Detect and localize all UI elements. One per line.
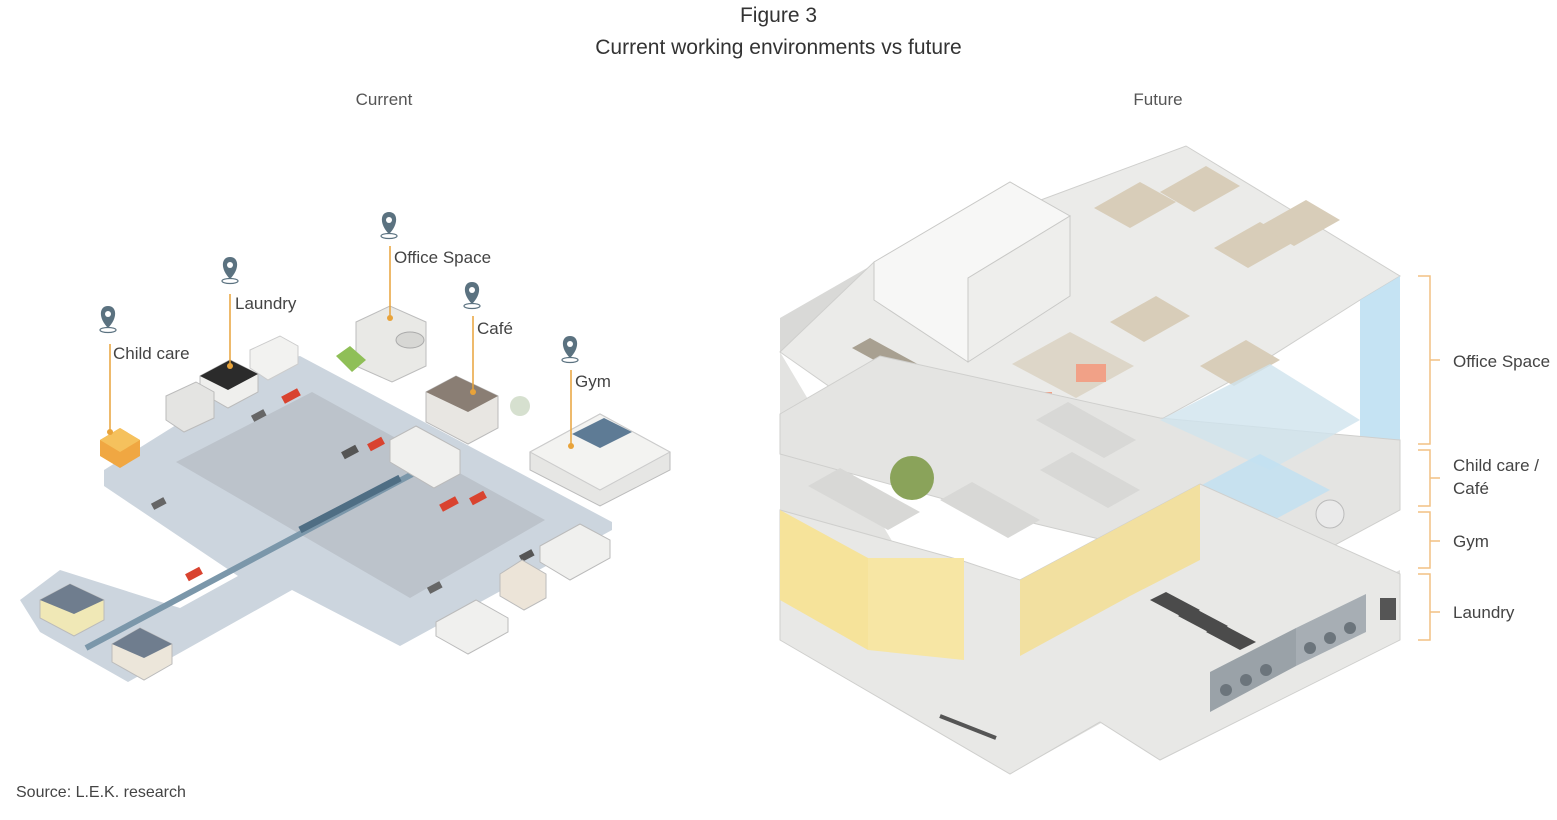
- pin-laundry: Laundry: [221, 257, 297, 369]
- warehouse-buildings: [389, 425, 611, 655]
- location-pin-icon: [99, 306, 117, 334]
- bracket-laundry: Laundry: [1418, 573, 1515, 641]
- tv-screen: [1380, 598, 1396, 620]
- office-building: [336, 305, 427, 383]
- pin-cafe: Café: [463, 282, 513, 395]
- dumbbell-rack: [939, 714, 997, 740]
- gym-wall: [1020, 484, 1200, 656]
- residential-houses: [39, 583, 173, 681]
- cafe-glass: [1200, 454, 1330, 522]
- parked-cars: [150, 388, 535, 594]
- sofa: [1076, 364, 1106, 382]
- treadmills: [1150, 592, 1256, 650]
- bracket-childcare-cafe: Child care / Café: [1418, 449, 1539, 507]
- washing-machines: [1210, 594, 1366, 712]
- glass-wall: [1360, 276, 1400, 462]
- workstation-rows: [808, 402, 1140, 538]
- bracket-label-laundry: Laundry: [1453, 603, 1515, 622]
- cafe-table: [1315, 499, 1345, 529]
- future-building-illustration: [779, 145, 1401, 775]
- gym-building: [528, 413, 672, 507]
- childcare-room: [780, 510, 868, 650]
- figure-number: Figure 3: [739, 4, 818, 27]
- bracket-label-gym: Gym: [1453, 532, 1489, 551]
- office-desks: [1094, 166, 1340, 386]
- cafe-building: [425, 375, 530, 445]
- location-pin-icon: [380, 212, 398, 240]
- childcare-building: [100, 428, 140, 468]
- bracket-gym: Gym: [1418, 511, 1489, 569]
- bracket-office-space: Office Space: [1418, 275, 1550, 445]
- childcare-room-inner: [868, 558, 964, 660]
- current-campus-illustration: [20, 305, 672, 682]
- pin-label-gym: Gym: [575, 372, 611, 391]
- source-note: Source: L.E.K. research: [16, 784, 186, 801]
- pin-gym: Gym: [561, 336, 611, 449]
- figure-title: Current working environments vs future: [595, 36, 962, 59]
- pin-office-space: Office Space: [380, 212, 491, 321]
- lower-floor-slab: [779, 483, 1401, 775]
- planter-tree: [890, 456, 934, 500]
- pin-label-laundry: Laundry: [235, 294, 297, 313]
- location-pin-icon: [561, 336, 579, 364]
- laundry-building: [165, 335, 299, 433]
- future-panel-title: Future: [1133, 90, 1183, 109]
- meeting-room-glass: [1160, 364, 1360, 470]
- pin-childcare: Child care: [99, 306, 190, 435]
- bracket-label-childcare-line1: Child care /: [1453, 456, 1539, 475]
- bracket-label-office-space: Office Space: [1453, 352, 1550, 371]
- train: [298, 474, 402, 534]
- location-pin-icon: [463, 282, 481, 310]
- bracket-label-childcare-line2: Café: [1453, 479, 1489, 498]
- pin-label-office-space: Office Space: [394, 248, 491, 267]
- pin-label-cafe: Café: [477, 319, 513, 338]
- current-panel-title: Current: [355, 90, 413, 109]
- pin-label-childcare: Child care: [113, 344, 190, 363]
- location-pin-icon: [221, 257, 239, 285]
